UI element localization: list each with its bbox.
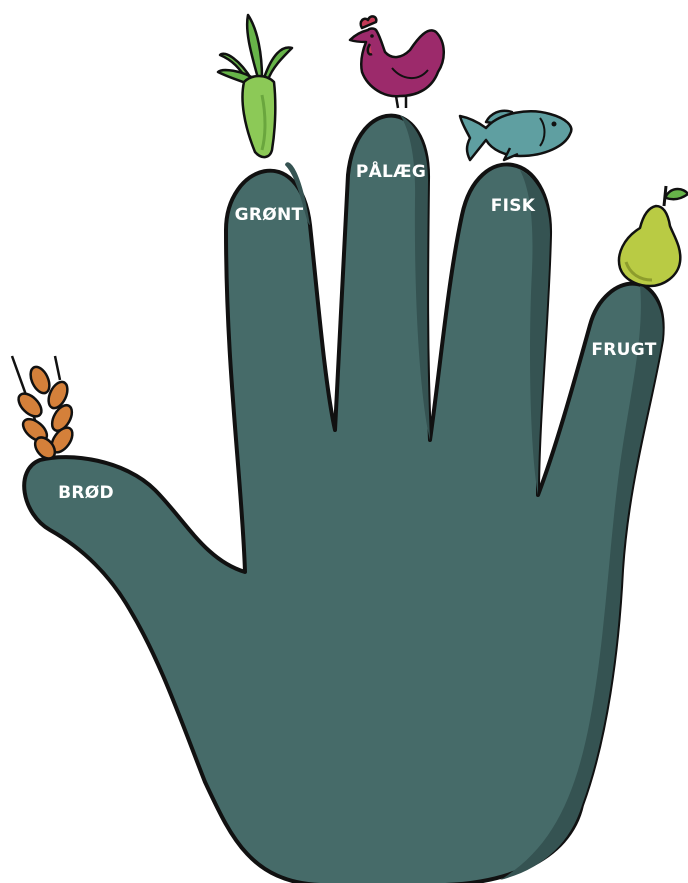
label-pinky: FRUGT: [591, 340, 656, 360]
wheat-icon: [12, 356, 77, 462]
hand-illustration: [24, 115, 662, 883]
pear-icon: [619, 186, 688, 286]
label-middle: PÅLÆG: [356, 159, 426, 182]
hand-shape: [24, 116, 662, 883]
carrot-icon: [218, 15, 292, 157]
chicken-icon: [350, 16, 444, 108]
label-index: GRØNT: [235, 205, 304, 225]
label-thumb: BRØD: [58, 483, 114, 503]
label-ring: FISK: [491, 196, 536, 216]
fish-icon: [460, 111, 571, 160]
